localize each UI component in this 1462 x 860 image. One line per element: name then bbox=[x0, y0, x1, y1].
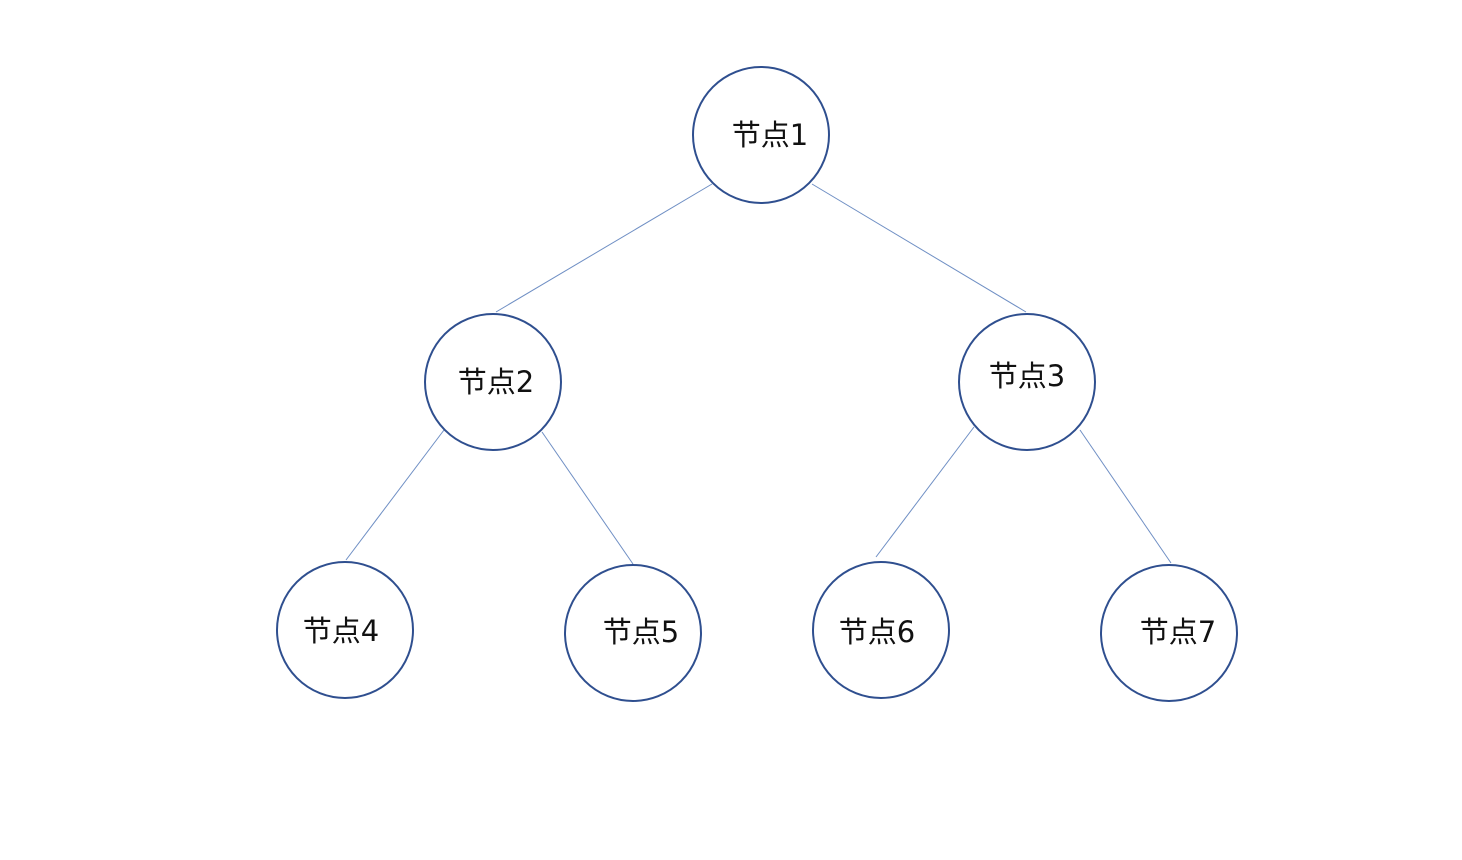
node-5-circle bbox=[564, 564, 702, 702]
node-5: 节点5 bbox=[564, 564, 702, 702]
node-6-label: 节点6 bbox=[839, 615, 915, 649]
edge-2-4 bbox=[345, 429, 445, 561]
node-4: 节点4 bbox=[276, 561, 414, 699]
node-3-label: 节点3 bbox=[989, 359, 1065, 393]
node-5-label: 节点5 bbox=[603, 615, 679, 649]
node-3: 节点3 bbox=[958, 313, 1096, 451]
edge-2-5 bbox=[541, 431, 634, 565]
node-7-label: 节点7 bbox=[1140, 615, 1216, 649]
edge-3-6 bbox=[875, 426, 975, 558]
node-4-circle bbox=[276, 561, 414, 699]
node-7: 节点7 bbox=[1100, 564, 1238, 702]
node-1-label: 节点1 bbox=[732, 118, 808, 152]
edge-1-2 bbox=[495, 183, 713, 313]
node-2-label: 节点2 bbox=[458, 365, 534, 399]
node-6-circle bbox=[812, 561, 950, 699]
edge-3-7 bbox=[1079, 429, 1172, 564]
node-4-label: 节点4 bbox=[303, 614, 379, 648]
edge-1-3 bbox=[811, 183, 1027, 313]
node-6: 节点6 bbox=[812, 561, 950, 699]
node-2: 节点2 bbox=[424, 313, 562, 451]
node-3-circle bbox=[958, 313, 1096, 451]
node-2-circle bbox=[424, 313, 562, 451]
node-7-circle bbox=[1100, 564, 1238, 702]
node-1: 节点1 bbox=[692, 66, 830, 204]
node-1-circle bbox=[692, 66, 830, 204]
